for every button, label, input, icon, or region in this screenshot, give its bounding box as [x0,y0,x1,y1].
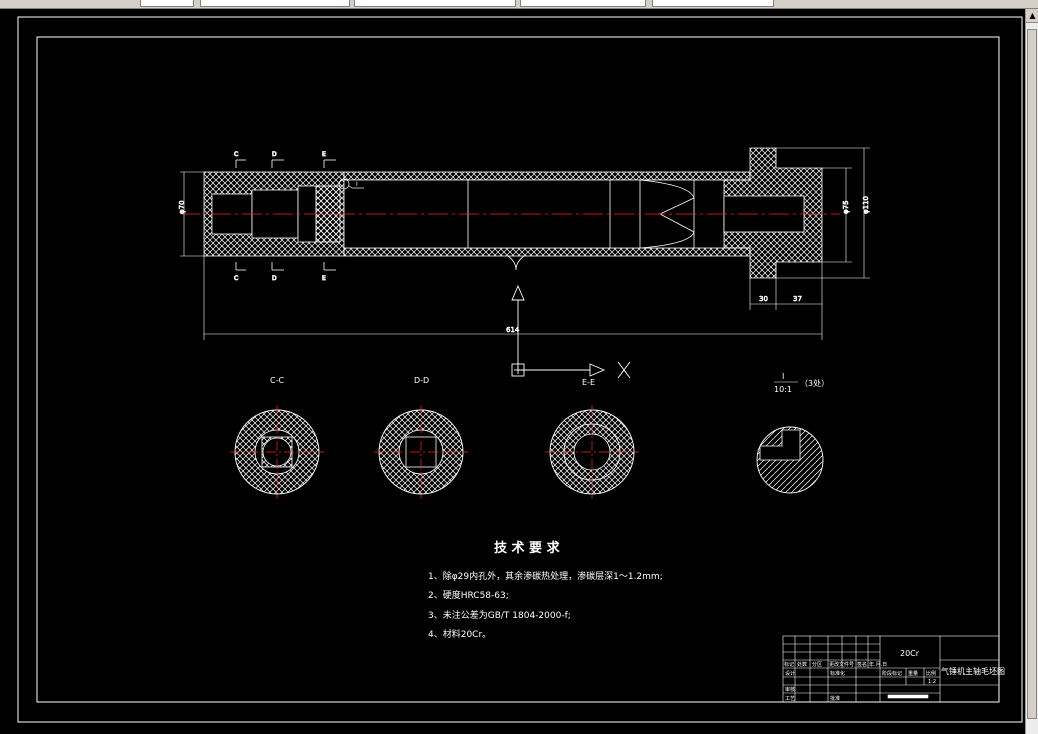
toolbar-field-3[interactable] [354,0,516,7]
dim-flange-1: 30 [759,295,768,303]
dimensions: φ70 φ75 φ110 30 37 614 [178,147,870,340]
shaft-bottom-wall [343,247,751,257]
tb-row-label-6: 年.月.日 [869,661,887,668]
tb-designer-label: 设计 [785,670,795,677]
tb-scale-label: 比例 [926,670,936,677]
technical-requirements: 技 术 要 求 1、除φ29内孔外，其余渗碳热处理，渗碳层深1～1.2mm; 2… [428,540,663,640]
tb-row-label-3: 分区 [812,661,822,668]
tb-std-label: 标准化 [830,670,845,677]
section-c-c[interactable]: C-C [230,376,324,499]
section-mark-bottom-d: D [272,275,277,282]
dim-total-length: 614 [506,326,520,334]
main-view[interactable]: C D E C D E I φ70 [178,147,870,340]
detail-label: I [782,372,784,381]
scroll-thumb[interactable] [1027,29,1037,719]
section-e-e[interactable]: E-E [545,378,639,499]
tb-check-label: 审核 [785,686,795,693]
section-mark-top-c: C [234,151,238,158]
tb-weight-label: 重量 [908,670,918,677]
vertical-scrollbar[interactable]: ▲ [1025,9,1038,734]
tb-part-name: 气锤机主轴毛坯图 [941,666,1005,676]
tech-req-item-2: 2、硬度HRC58-63; [428,589,509,601]
dim-left-dia: φ70 [178,200,186,214]
section-marks-bottom: C D E [234,262,336,282]
tech-req-item-4: 4、材料20Cr。 [428,628,491,640]
title-block[interactable] [782,635,1000,703]
scroll-up-icon[interactable]: ▲ [1026,9,1038,23]
section-marks-top: C D E [234,151,336,168]
toolbar-strip [0,0,1038,9]
section-mark-bottom-e: E [322,275,326,282]
dim-right-dia-outer: φ110 [862,196,870,214]
shaft-top-wall [343,171,751,181]
toolbar-field-4[interactable] [520,0,646,7]
detail-scale: 10:1 [774,385,792,394]
tb-row-label-2: 处数 [797,661,807,668]
tech-req-title: 技 术 要 求 [494,540,561,556]
title-block-text: 20Cr 气锤机主轴毛坯图 标记 处数 分区 更改文件号 签名 年.月.日 阶段… [784,649,1005,702]
tb-row-label-4: 更改文件号 [829,661,854,668]
toolbar-field-5[interactable] [652,0,774,7]
section-d-d[interactable]: D-D [374,376,468,499]
drawing-canvas[interactable]: C D E C D E I φ70 [0,9,1038,734]
toolbar-field-1[interactable] [140,0,194,7]
tb-approve-label: 批准 [830,695,840,702]
toolbar-field-2[interactable] [200,0,350,7]
section-e-e-label: E-E [582,378,595,387]
tb-row-label-5: 签名 [857,661,867,668]
sheet-inner-border [36,36,1000,703]
dim-right-dia-inner: φ75 [842,200,850,214]
tech-req-item-1: 1、除φ29内孔外，其余渗碳热处理，渗碳层深1～1.2mm; [428,570,663,582]
bore-taper [639,179,695,249]
ucs-icon [511,284,631,379]
tb-craft-label: 工艺 [785,696,795,702]
sheet-outer-border [17,16,1023,723]
detail-callout-circle [338,178,350,190]
tb-row-label-1: 标记 [784,661,794,668]
detail-note: （3处） [800,378,829,388]
tb-material: 20Cr [900,649,920,658]
section-mark-top-e: E [322,151,326,158]
detail-view-i[interactable]: I 10:1 （3处） [756,372,829,494]
section-d-d-label: D-D [414,376,429,385]
section-mark-top-d: D [272,151,277,158]
center-notch [507,255,525,271]
section-c-c-label: C-C [270,376,284,385]
tb-stage-label: 阶段标记 [882,670,902,677]
dim-flange-2: 37 [793,295,802,303]
tech-req-item-3: 3、未注公差为GB/T 1804-2000-f; [428,609,571,621]
detail-callout-label: I [356,181,358,188]
section-mark-bottom-c: C [234,275,238,282]
tb-scale-value: 1:2 [928,679,936,685]
